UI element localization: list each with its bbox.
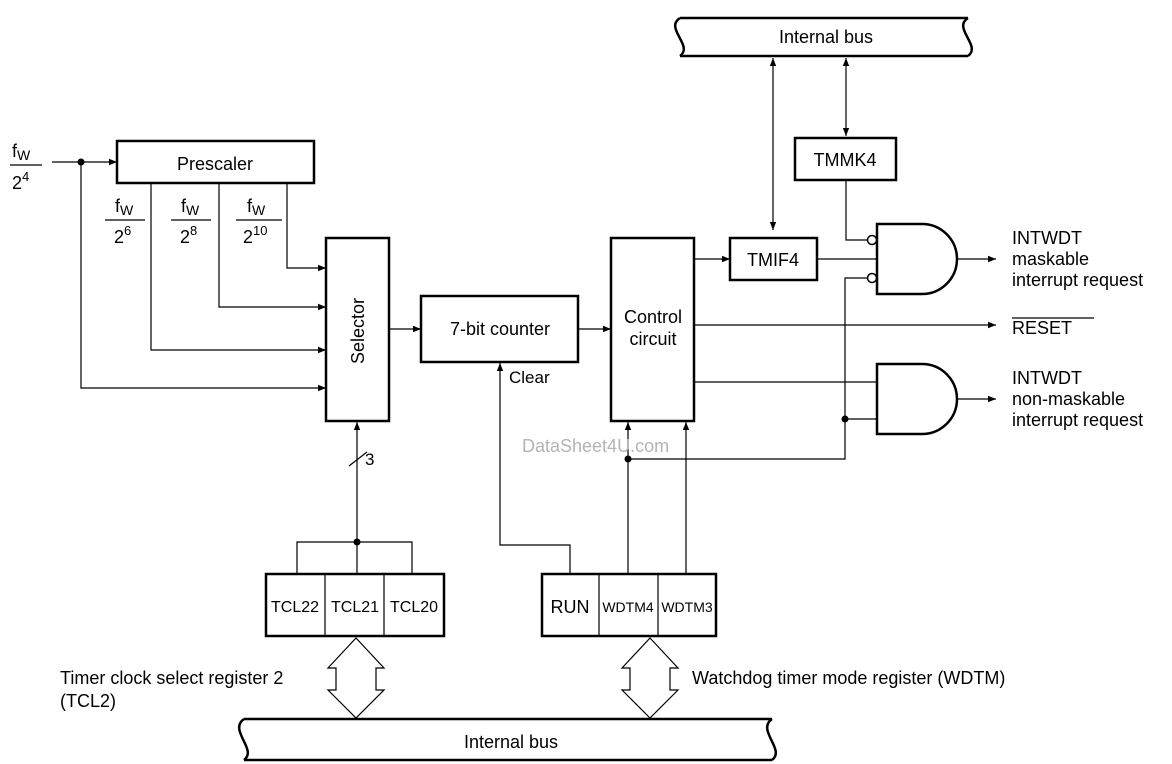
internal-bus-top-label: Internal bus (779, 27, 873, 47)
tap-2-8-wire (218, 184, 326, 311)
tap-label-fw-2-10: fW 210 (236, 196, 282, 247)
svg-text:210: 210 (243, 223, 267, 247)
tcl2-bus-arrow (326, 637, 386, 719)
watermark: DataSheet4U.com (522, 436, 669, 456)
internal-bus-bottom: Internal bus (237, 717, 778, 762)
control-circuit-label-line1: Control (624, 307, 682, 327)
wdtm-register (540, 572, 718, 638)
svg-text:28: 28 (180, 223, 197, 247)
svg-text:26: 26 (114, 223, 131, 247)
tap-label-fw-2-8: fW 28 (171, 196, 211, 247)
run-to-clear-wire (496, 363, 571, 574)
tcl22-bit: TCL22 (271, 599, 319, 616)
maskable-gate-invert-bubble-1 (866, 234, 878, 246)
nonmaskable-output-label-2: non-maskable (1012, 389, 1125, 409)
counter-clear-label: Clear (509, 368, 550, 387)
tcl2-register (264, 572, 446, 638)
svg-text:fW: fW (181, 196, 200, 218)
wdtm-caption: Watchdog timer mode register (WDTM) (692, 668, 1005, 688)
tmmk4-box (793, 136, 898, 182)
maskable-gate-invert-bubble-2 (866, 272, 878, 284)
nonmaskable-output-label-1: INTWDT (1012, 368, 1082, 388)
prescaler-label: Prescaler (177, 154, 253, 174)
tap-2-10-wire (286, 184, 326, 272)
tcl2-bit-fanout (296, 541, 413, 574)
wdtm4-junction-1 (841, 415, 849, 423)
internal-bus-bottom-label: Internal bus (464, 732, 558, 752)
svg-text:fW: fW (247, 196, 266, 218)
maskable-output-label-2: maskable (1012, 249, 1089, 269)
counter-label: 7-bit counter (450, 319, 550, 339)
maskable-output-label-1: INTWDT (1012, 228, 1082, 248)
tcl20-bit: TCL20 (390, 599, 438, 616)
tmmk4-to-gate-wire (845, 180, 867, 241)
svg-text:24: 24 (12, 169, 29, 193)
tap-2-6-wire (150, 184, 326, 354)
wdtm-bus-arrow (620, 637, 680, 719)
internal-bus-top: Internal bus (673, 16, 974, 58)
svg-text:fW: fW (115, 196, 134, 218)
input-clock-label: fW 24 (10, 141, 42, 193)
tmmk4-label: TMMK4 (814, 150, 877, 170)
wdtm3-bit: WDTM3 (661, 599, 713, 615)
control-circuit-box (609, 236, 696, 423)
tcl21-bit: TCL21 (331, 599, 379, 616)
tap-label-fw-2-6: fW 26 (105, 196, 145, 247)
reset-output-label: RESET (1012, 318, 1072, 338)
nonmaskable-output-label-3: interrupt request (1012, 410, 1143, 430)
wdtm4-mode-wire (627, 277, 867, 574)
bus-width-slash (348, 451, 368, 467)
maskable-output-label-3: interrupt request (1012, 270, 1143, 290)
svg-text:fW: fW (12, 141, 31, 163)
tcl2-caption-line1: Timer clock select register 2 (60, 668, 283, 688)
nonmaskable-and-gate (875, 362, 959, 436)
tcl2-bus-junction (353, 538, 361, 546)
tmif4-label: TMIF4 (747, 250, 799, 270)
selector-label: Selector (348, 298, 368, 364)
maskable-and-gate (875, 222, 959, 296)
run-bit: RUN (551, 597, 590, 617)
direct-clock-wire (80, 162, 326, 392)
control-circuit-label-line2: circuit (629, 329, 676, 349)
bus-width-label: 3 (365, 450, 374, 469)
tcl2-caption-line2: (TCL2) (60, 691, 116, 711)
prescaler-box (115, 139, 316, 185)
wdtm4-bit: WDTM4 (602, 599, 654, 615)
